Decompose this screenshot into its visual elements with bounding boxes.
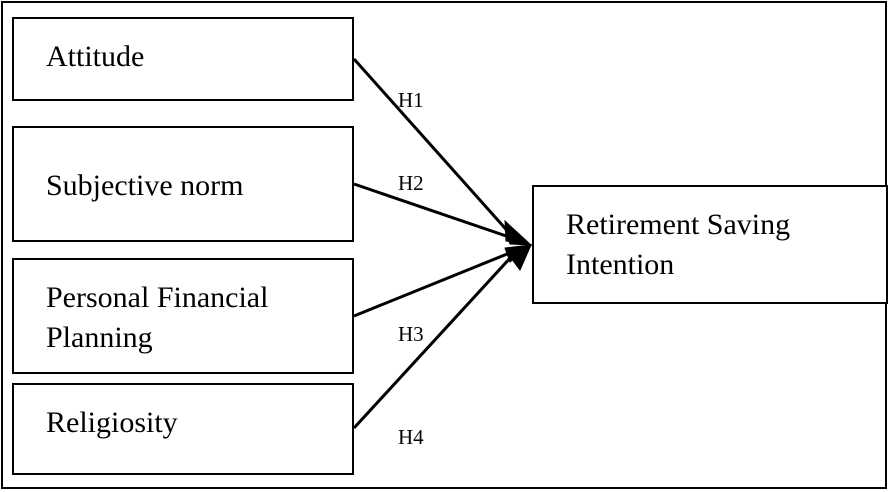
construct-religiosity-box: Religiosity [12,383,354,475]
arrowhead-h4 [507,244,532,271]
construct-religiosity-label: Religiosity [46,406,178,439]
arrow-h3 [353,250,513,318]
construct-retirement-saving-intention-label: Retirement Saving Intention [566,208,791,281]
construct-attitude-label: Attitude [46,40,145,73]
construct-personal-financial-planning-label: Personal Financial Planning [46,281,269,354]
arrow-h1 [352,58,514,237]
construct-subjective-norm-label: Subjective norm [46,169,244,202]
construct-subjective-norm-box: Subjective norm [12,126,354,242]
hypothesis-label-h3: H3 [398,322,424,346]
hypothesis-label-h4: H4 [398,425,424,449]
hypothesis-label-h2: H2 [398,171,424,195]
construct-personal-financial-planning-box: Personal Financial Planning [12,258,354,374]
hypothesis-label-h1: H1 [398,88,424,112]
construct-attitude-box: Attitude [12,17,354,101]
arrowhead-h2 [503,225,533,246]
arrow-h2 [353,182,513,240]
construct-retirement-saving-intention-box: Retirement Saving Intention [532,185,888,304]
arrow-h4 [352,254,514,430]
